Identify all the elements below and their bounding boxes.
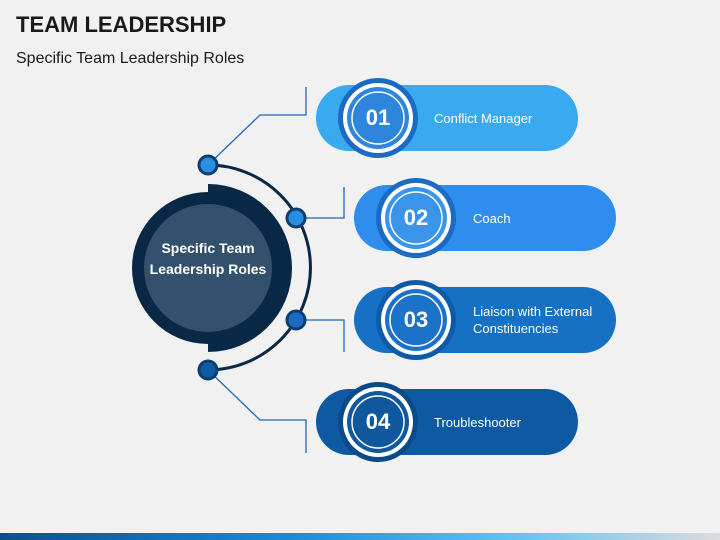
role-number-03: 03 [403, 307, 429, 332]
role-label-04: Troubleshooter [434, 414, 521, 430]
outer-arc [207, 163, 312, 372]
footer-gradient-bar [0, 533, 720, 540]
center-inner-circle [144, 204, 272, 332]
role-number-02: 02 [403, 205, 429, 230]
role-label-01: Conflict Manager [434, 110, 533, 126]
connector-dot-01 [197, 154, 219, 176]
role-label-03: Liaison with External Constituencies [473, 304, 593, 336]
connector-line-02 [296, 187, 345, 219]
role-number-01: 01 [365, 105, 391, 130]
connector-line-01 [207, 87, 307, 166]
connector-dot-03 [285, 309, 307, 331]
connector-line-04 [207, 369, 307, 453]
role-label-02: Coach [473, 210, 511, 226]
page-title: TEAM LEADERSHIP [16, 12, 227, 37]
role-number-04: 04 [365, 409, 391, 434]
connector-dot-04 [197, 359, 219, 381]
connector-dot-02 [285, 207, 307, 229]
connector-line-03 [296, 319, 345, 352]
page-subtitle: Specific Team Leadership Roles [16, 50, 245, 67]
center-label: Specific Team Leadership Roles [149, 240, 267, 277]
